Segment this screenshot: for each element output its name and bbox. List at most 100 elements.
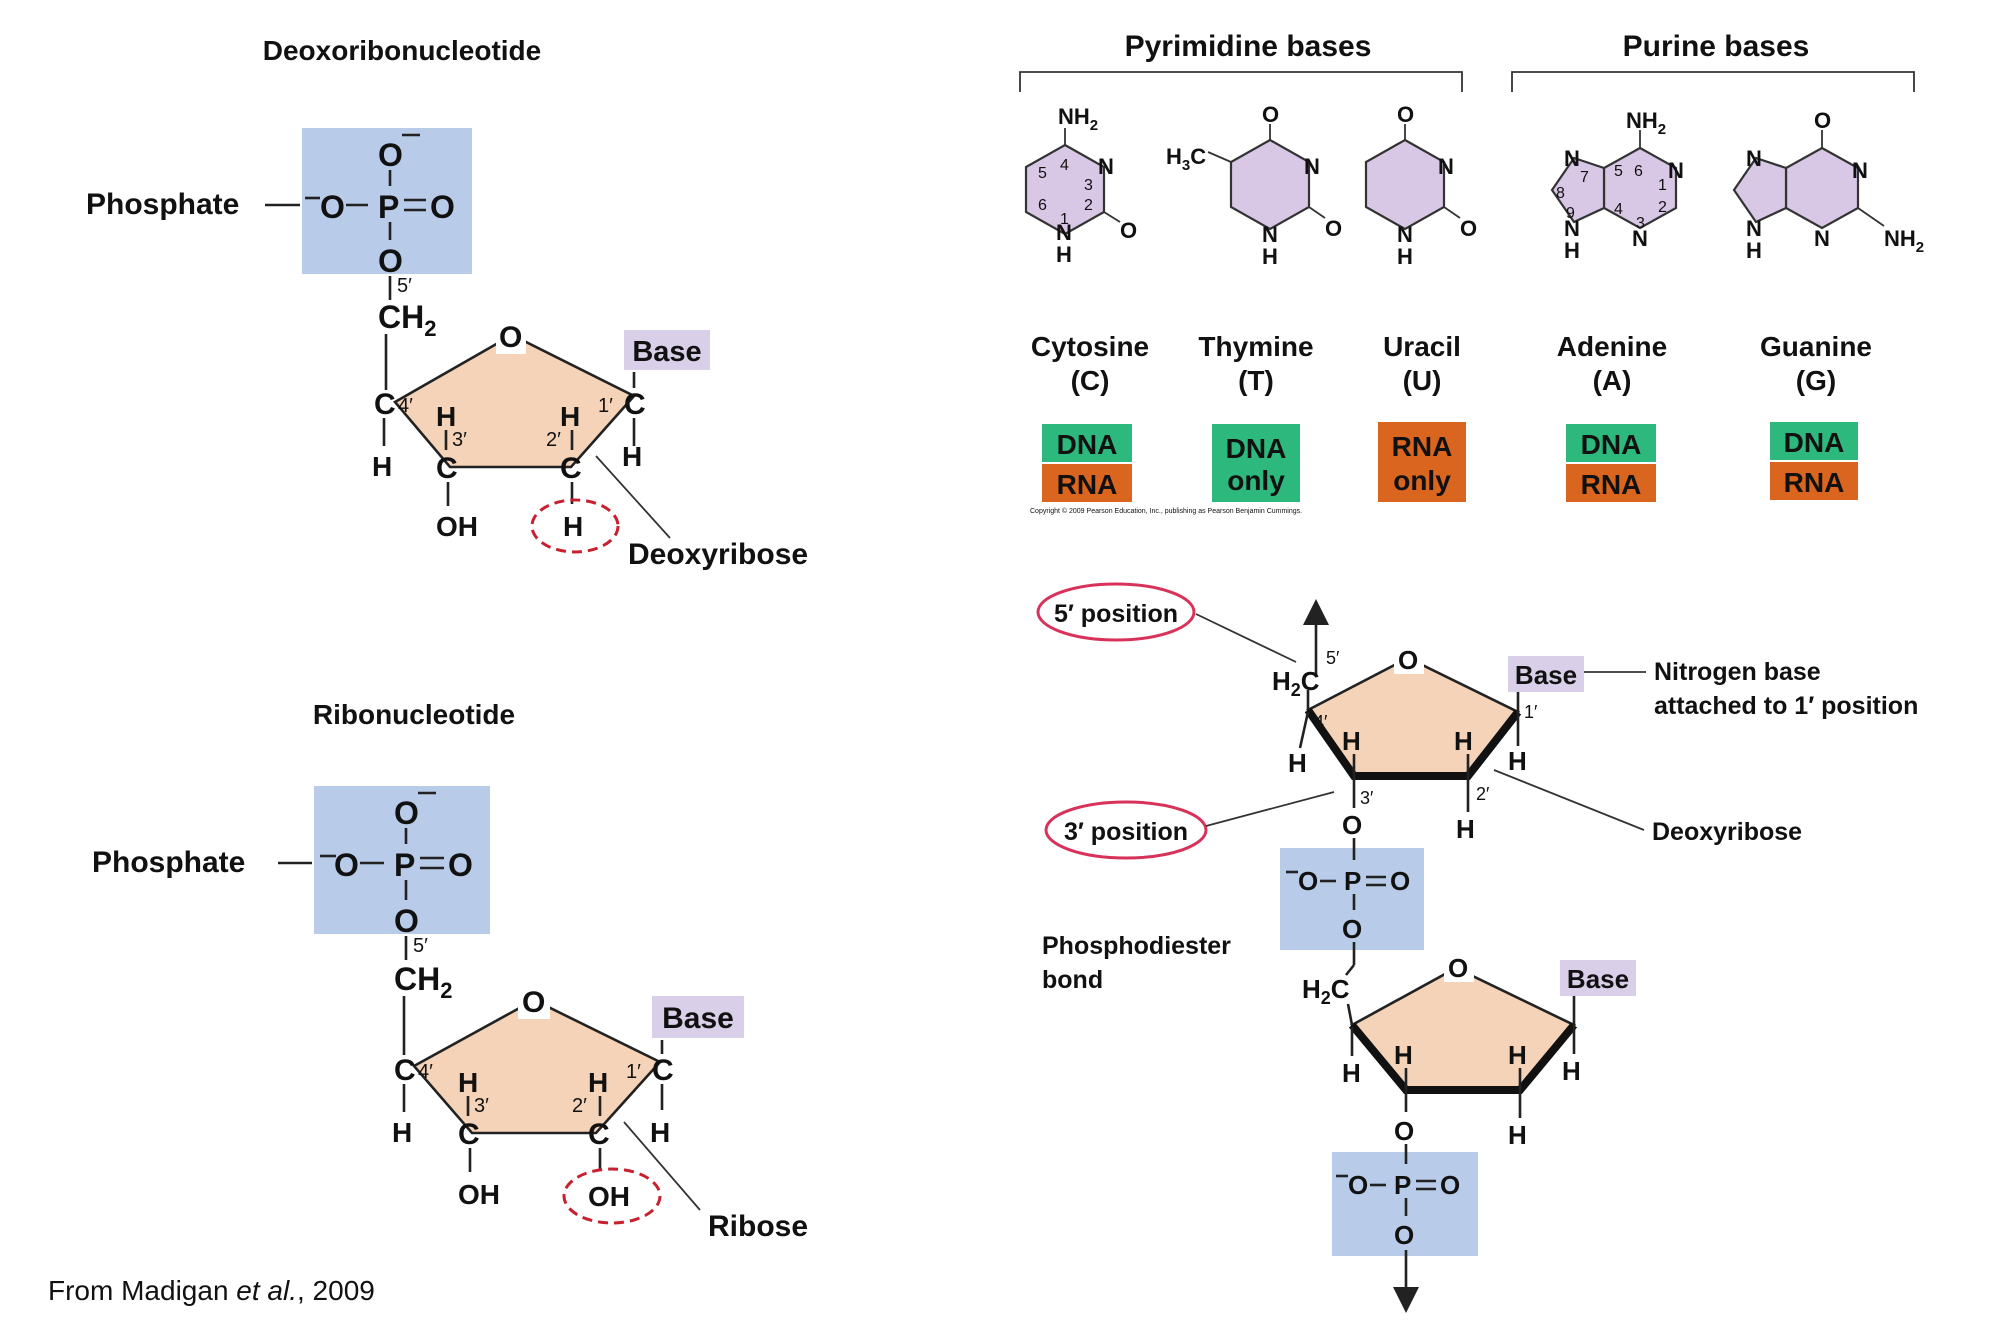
uracil-structure: O N N H O [1364,102,1477,269]
bond [1857,207,1885,227]
l1: 1′ [1524,702,1538,722]
c1: C [652,1054,674,1087]
deoxy-ring [392,333,637,469]
o: O [1342,914,1362,944]
bond [1346,1003,1354,1026]
ch2: CH2 [378,299,436,341]
o: O [1394,1116,1414,1146]
ring-number: 4 [1060,157,1069,174]
c1: C [624,388,646,421]
strand-panel: 5′ position 3′ position Nitrogen base at… [1036,582,1918,1313]
o-bottom: O [394,903,419,939]
h: H [1342,726,1361,756]
o: O [1440,1170,1460,1200]
ring-number: 4 [1614,201,1623,218]
n: N [1746,146,1762,171]
cytosine-ring [1024,143,1106,236]
ring-number: 2 [1084,197,1093,214]
rna-label: RNA [1581,469,1642,500]
only-label: only [1393,465,1451,496]
pointer-line [595,455,671,539]
base-name: Uracil [1383,331,1461,362]
dna-only-box [1212,424,1300,502]
bond [1344,964,1356,976]
dashed-circle [530,498,620,554]
ring-number: 3 [1636,215,1645,232]
copyright: Copyright © 2009 Pearson Education, Inc.… [1030,507,1302,515]
nitrogen-label-1: Nitrogen base [1654,658,1821,686]
base-abbr: (U) [1403,365,1442,396]
o: O [1460,216,1477,241]
ribose-label: Ribose [708,1210,808,1243]
ring-number: 6 [1038,197,1047,214]
o: O [1298,866,1318,896]
thymine-structure: O N N H O H3C [1166,102,1342,269]
h3top: H [436,401,456,432]
h2c: H2C [1272,666,1320,700]
base-name: Guanine [1760,331,1872,362]
o-top: O [394,795,419,831]
p: P [1394,1170,1411,1200]
guanine-ring-5 [1732,156,1788,224]
n: N [1814,226,1830,251]
dna-label: DNA [1226,433,1287,464]
nh2: NH2 [1058,104,1098,134]
nh2: NH2 [1884,226,1924,256]
c2: C [560,452,582,485]
h: H [1454,726,1473,756]
h: H [1056,242,1072,267]
dna-box [1566,424,1656,462]
dashed-circle [562,1167,662,1225]
n1: N [1056,220,1072,245]
dna-label: DNA [1057,429,1118,460]
n: N [1852,158,1868,183]
h: H [1508,746,1527,776]
bond [1103,211,1121,223]
pointer-line [623,1121,701,1211]
h: H [1508,1040,1527,1070]
h2c: H2C [1302,974,1350,1008]
ribo-ring [411,998,663,1135]
circled-h: H [563,511,583,542]
base-abbr: (A) [1593,365,1632,396]
o-left: O [320,189,345,225]
c3: C [436,452,458,485]
o: O [1262,102,1279,127]
adenine-ring-5 [1550,156,1606,224]
ch2: CH2 [394,961,452,1003]
pointer-line [1195,613,1297,663]
lower-ring [1349,966,1577,1092]
n: N [1304,154,1320,179]
l2: 2′ [1476,784,1490,804]
rna-label: RNA [1784,467,1845,498]
h: H [1288,748,1307,778]
base-label: Base [632,336,701,368]
base-name: Thymine [1198,331,1313,362]
pyrimidine-header: Pyrimidine bases [1125,30,1372,63]
bases-panel: Pyrimidine bases Purine bases NH2 N N H … [1019,30,1924,515]
phosphate-box [1280,848,1424,950]
p: P [1344,866,1361,896]
pos3-oval [1044,800,1208,860]
uracil-ring [1364,138,1446,231]
p-atom: P [394,847,415,883]
pos3-label: 3′ position [1064,818,1188,846]
l4: 4′ [1314,712,1328,732]
bond [1443,206,1461,219]
bond [1308,206,1326,219]
phosphate-label: Phosphate [86,188,239,221]
base-item-thymine: Thymine (T) DNA only [1198,331,1314,502]
p-atom: P [378,189,399,225]
bond-label-1: Phosphodiester [1042,932,1231,960]
phosphate-label: Phosphate [92,846,245,879]
ring-number: 2 [1658,199,1667,216]
base-abbr: (C) [1071,365,1110,396]
pointer-line [1205,791,1335,827]
purine-header: Purine bases [1623,30,1810,63]
base-name: Cytosine [1031,331,1149,362]
h: H [1508,1120,1527,1150]
ring-o-bg [518,985,550,1019]
base-name: Adenine [1557,331,1667,362]
thymine-ring [1229,138,1311,231]
